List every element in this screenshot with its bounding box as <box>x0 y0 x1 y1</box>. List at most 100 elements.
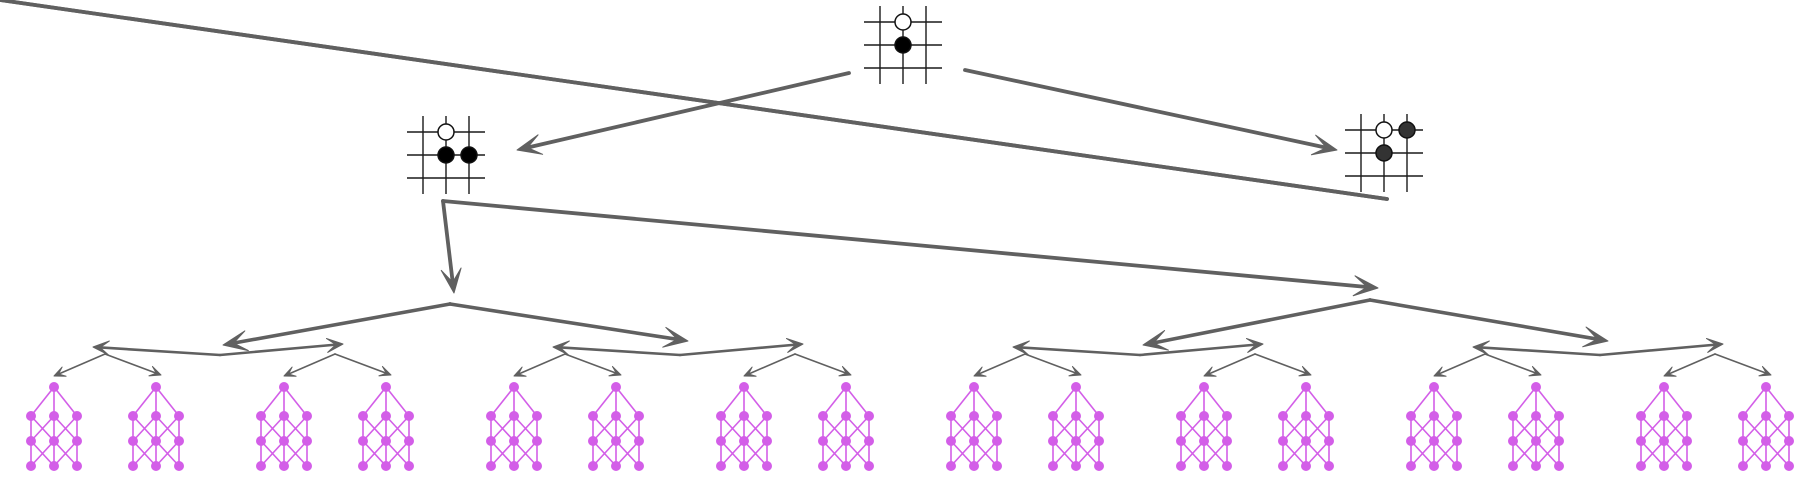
network-link <box>1663 386 1688 417</box>
network-neuron <box>1071 411 1081 421</box>
network-link <box>1052 386 1077 417</box>
network-neuron <box>1176 436 1186 446</box>
network-neuron <box>1738 436 1748 446</box>
network-link <box>1663 440 1688 467</box>
edge-level3 <box>92 340 222 357</box>
edge-line <box>1024 353 1079 375</box>
network-link <box>1410 440 1435 467</box>
network-neuron <box>841 411 851 421</box>
network-neuron <box>151 461 161 471</box>
network-neuron <box>1531 411 1541 421</box>
network-link <box>1765 415 1790 442</box>
network-neuron <box>762 411 772 421</box>
edge-level2 <box>1142 298 1372 351</box>
network-neuron <box>818 461 828 471</box>
network-neuron <box>532 461 542 471</box>
network-link <box>1305 386 1330 417</box>
network-neuron <box>1406 461 1416 471</box>
edge-line <box>523 71 851 151</box>
edge-line <box>218 343 339 357</box>
network-neuron <box>1406 411 1416 421</box>
edge-line <box>441 199 455 287</box>
network-neuron <box>762 461 772 471</box>
network-link <box>362 415 387 442</box>
edge-level4 <box>53 353 106 377</box>
network-neuron <box>588 436 598 446</box>
network-neuron <box>1278 411 1288 421</box>
edge-line <box>678 343 799 357</box>
network-neuron <box>49 461 59 471</box>
white-stone <box>437 123 455 141</box>
network-neuron <box>509 461 519 471</box>
network-neuron <box>1094 411 1104 421</box>
network-link <box>53 386 78 417</box>
network-link <box>1640 440 1665 467</box>
arrow-head <box>53 366 67 377</box>
network-neuron <box>634 411 644 421</box>
edge-line <box>1206 353 1256 376</box>
network-neuron <box>358 411 368 421</box>
network-neuron <box>969 382 979 392</box>
edge-line <box>1368 298 1602 342</box>
network-link <box>1535 386 1560 417</box>
network-neuron <box>588 461 598 471</box>
network-neuron <box>174 411 184 421</box>
edge-line <box>1598 343 1719 357</box>
network-neuron <box>716 436 726 446</box>
network-neuron <box>404 411 414 421</box>
network-link <box>490 386 515 417</box>
network-link <box>845 415 870 442</box>
network-link <box>1052 440 1077 467</box>
network-neuron <box>992 411 1002 421</box>
network-neuron <box>404 461 414 471</box>
network-link <box>1535 440 1560 467</box>
network-link <box>1075 415 1100 442</box>
network-neuron <box>72 461 82 471</box>
network-neuron <box>72 436 82 446</box>
network-link <box>1640 415 1665 442</box>
network-neuron <box>1452 411 1462 421</box>
network-neuron <box>532 436 542 446</box>
network-neuron <box>1761 382 1771 392</box>
network-neuron <box>864 461 874 471</box>
network-link <box>30 415 55 442</box>
edge-line <box>1666 353 1716 376</box>
edge-level4 <box>104 353 162 377</box>
network-link <box>973 415 998 442</box>
network-link <box>950 386 975 417</box>
network-neuron <box>302 461 312 471</box>
network-neuron <box>26 436 36 446</box>
network-link <box>513 415 538 442</box>
network-link <box>1765 386 1790 417</box>
network-neuron <box>256 436 266 446</box>
black-stone <box>1398 121 1416 139</box>
network-neuron <box>532 411 542 421</box>
network-neuron <box>841 382 851 392</box>
network-neuron <box>151 382 161 392</box>
network-neuron <box>279 411 289 421</box>
network-neuron <box>1784 411 1794 421</box>
network-neuron <box>1324 436 1334 446</box>
arrow-head <box>283 366 297 377</box>
network-neuron <box>381 436 391 446</box>
network-neuron <box>1659 382 1669 392</box>
edge-line <box>441 199 1372 290</box>
edge-level2 <box>1368 298 1609 348</box>
network-neuron <box>151 411 161 421</box>
network-link <box>1180 440 1205 467</box>
network-neuron <box>381 382 391 392</box>
neural-network-icon <box>1278 382 1334 471</box>
network-neuron <box>1176 411 1186 421</box>
network-link <box>385 415 410 442</box>
white-stone <box>894 13 912 31</box>
edge-line <box>1017 346 1142 357</box>
arrow-head <box>838 365 852 377</box>
network-link <box>1742 415 1767 442</box>
edge-line <box>1149 298 1372 346</box>
arrow-head <box>1310 134 1338 156</box>
black-stone <box>460 146 478 164</box>
edge-line <box>564 353 619 375</box>
network-neuron <box>1784 436 1794 446</box>
neural-network-icon <box>946 382 1002 471</box>
